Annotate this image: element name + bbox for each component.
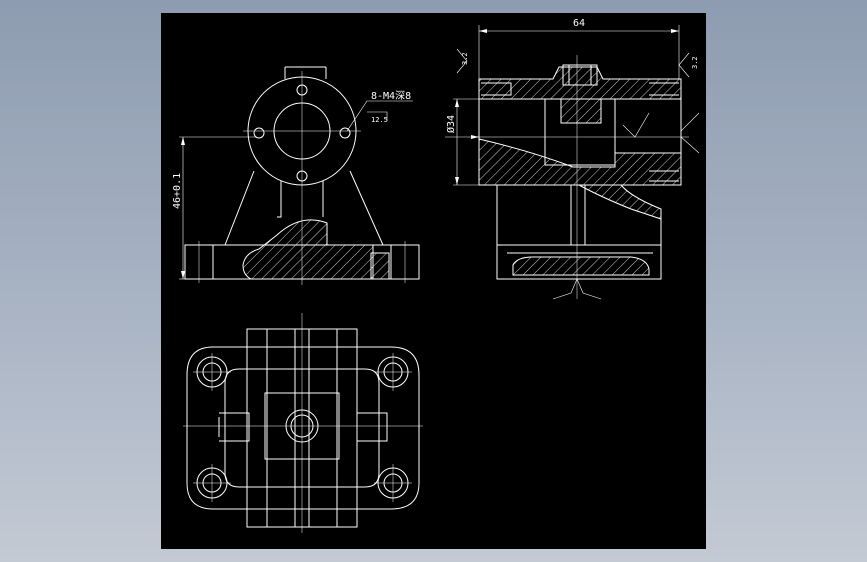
- thread-callout: 8-M4深8: [371, 90, 411, 102]
- cad-drawing: 8-M4深8 12.5 46+0.1 64 3.2 3.2: [172, 18, 700, 533]
- height-dimension: 46+0.1: [172, 173, 183, 209]
- side-section-view: 64 3.2 3.2 Ø34: [445, 18, 700, 300]
- roughness-right: 3.2: [691, 56, 699, 69]
- bolt-hole-right: [339, 127, 351, 139]
- top-base-plate: [186, 346, 420, 510]
- bolt-hole-left: [253, 127, 265, 139]
- bore-dimension: Ø34: [445, 115, 457, 133]
- drawing-viewport: 8-M4深8 12.5 46+0.1 64 3.2 3.2: [161, 13, 706, 549]
- width-dimension: 64: [573, 18, 585, 29]
- top-housing-outline: [246, 328, 358, 528]
- front-view: 8-M4深8 12.5 46+0.1: [172, 66, 420, 285]
- top-view: [183, 313, 423, 533]
- depth-callout: 12.5: [371, 116, 388, 124]
